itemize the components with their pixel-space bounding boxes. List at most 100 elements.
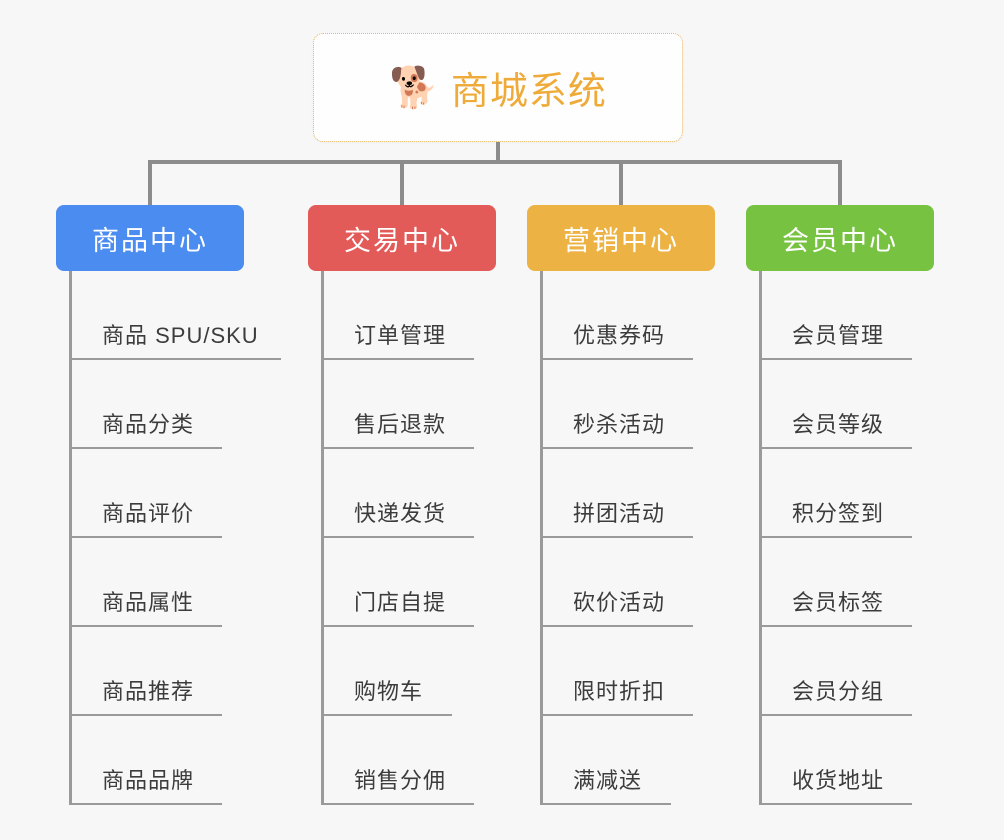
leaf-item-underline — [540, 536, 693, 538]
leaf-item-label: 销售分佣 — [354, 768, 447, 793]
leaf-item[interactable]: 售后退款 — [308, 360, 496, 449]
leaf-item-label: 收货地址 — [792, 768, 885, 793]
leaf-item[interactable]: 商品属性 — [56, 538, 244, 627]
leaf-item-underline — [759, 358, 912, 360]
leaf-item[interactable]: 积分签到 — [746, 449, 934, 538]
branch-drop-4 — [838, 160, 842, 205]
branch-column-4: 会员中心会员管理会员等级积分签到会员标签会员分组收货地址 — [746, 205, 934, 805]
category-label: 营销中心 — [563, 225, 679, 256]
leaf-item-label: 会员管理 — [792, 323, 885, 348]
leaf-item-underline — [540, 714, 693, 716]
leaf-item[interactable]: 商品分类 — [56, 360, 244, 449]
leaf-item-underline — [540, 358, 693, 360]
root-title: 商城系统 — [450, 71, 607, 113]
leaf-item-underline — [321, 447, 474, 449]
leaf-item-underline — [540, 803, 671, 805]
leaf-item-label: 会员分组 — [792, 679, 885, 704]
leaf-item[interactable]: 商品 SPU/SKU — [56, 271, 281, 360]
leaf-item-underline — [321, 358, 474, 360]
branch-trunk-line — [540, 271, 543, 805]
leaf-item-underline — [540, 625, 693, 627]
leaf-item[interactable]: 拼团活动 — [527, 449, 715, 538]
leaf-item-label: 优惠券码 — [573, 323, 666, 348]
leaf-item-underline — [69, 447, 222, 449]
leaf-item-underline — [69, 536, 222, 538]
branch-column-1: 商品中心商品 SPU/SKU 商品分类商品评价商品属性商品推荐商品品牌 — [56, 205, 281, 805]
category-box-3[interactable]: 营销中心 — [527, 205, 715, 271]
branch-drop-1 — [148, 160, 152, 205]
category-label: 商品中心 — [92, 225, 208, 256]
leaf-item[interactable]: 秒杀活动 — [527, 360, 715, 449]
leaf-item-label: 会员标签 — [792, 590, 885, 615]
leaf-list-2: 订单管理售后退款快递发货门店自提购物车销售分佣 — [308, 271, 496, 805]
leaf-item[interactable]: 门店自提 — [308, 538, 496, 627]
branch-bus-line — [148, 160, 842, 164]
leaf-list-1: 商品 SPU/SKU 商品分类商品评价商品属性商品推荐商品品牌 — [56, 271, 281, 805]
leaf-list-4: 会员管理会员等级积分签到会员标签会员分组收货地址 — [746, 271, 934, 805]
category-box-2[interactable]: 交易中心 — [308, 205, 496, 271]
leaf-item-underline — [321, 536, 474, 538]
leaf-item[interactable]: 满减送 — [527, 716, 715, 805]
leaf-item-label: 拼团活动 — [573, 501, 666, 526]
leaf-item-underline — [321, 625, 474, 627]
leaf-item-label: 限时折扣 — [573, 679, 666, 704]
leaf-item-label: 商品品牌 — [102, 768, 195, 793]
leaf-item[interactable]: 会员等级 — [746, 360, 934, 449]
leaf-item-label: 商品属性 — [102, 590, 195, 615]
leaf-item-label: 会员等级 — [792, 412, 885, 437]
leaf-item[interactable]: 会员管理 — [746, 271, 934, 360]
branch-column-3: 营销中心优惠券码秒杀活动拼团活动砍价活动限时折扣满减送 — [527, 205, 715, 805]
leaf-item[interactable]: 优惠券码 — [527, 271, 715, 360]
leaf-item-label: 快递发货 — [354, 501, 447, 526]
branch-drop-3 — [619, 160, 623, 205]
leaf-item-underline — [759, 625, 912, 627]
leaf-item-label: 商品评价 — [102, 501, 195, 526]
branch-trunk-line — [69, 271, 72, 805]
category-label: 会员中心 — [782, 225, 898, 256]
category-label: 交易中心 — [344, 225, 460, 256]
leaf-item[interactable]: 订单管理 — [308, 271, 496, 360]
leaf-item[interactable]: 会员标签 — [746, 538, 934, 627]
leaf-item-label: 门店自提 — [354, 590, 447, 615]
root-connector-stem — [496, 142, 500, 160]
leaf-item-underline — [321, 714, 452, 716]
leaf-item-underline — [759, 714, 912, 716]
leaf-item[interactable]: 会员分组 — [746, 627, 934, 716]
leaf-item-underline — [321, 803, 474, 805]
branch-trunk-line — [321, 271, 324, 805]
leaf-item[interactable]: 销售分佣 — [308, 716, 496, 805]
leaf-item-underline — [69, 358, 281, 360]
leaf-item-label: 订单管理 — [354, 323, 447, 348]
category-box-4[interactable]: 会员中心 — [746, 205, 934, 271]
root-node[interactable]: 🐕 商城系统 — [313, 33, 683, 142]
leaf-item-underline — [69, 803, 222, 805]
leaf-item-label: 售后退款 — [354, 412, 447, 437]
branch-trunk-line — [759, 271, 762, 805]
category-box-1[interactable]: 商品中心 — [56, 205, 244, 271]
leaf-item-label: 购物车 — [354, 679, 424, 704]
leaf-item[interactable]: 购物车 — [308, 627, 496, 716]
leaf-item[interactable]: 快递发货 — [308, 449, 496, 538]
leaf-item[interactable]: 收货地址 — [746, 716, 934, 805]
leaf-item-underline — [759, 803, 912, 805]
leaf-item[interactable]: 商品评价 — [56, 449, 244, 538]
leaf-item[interactable]: 商品品牌 — [56, 716, 244, 805]
shiba-dog-icon: 🐕 — [389, 65, 439, 110]
leaf-item-label: 秒杀活动 — [573, 412, 666, 437]
leaf-item-underline — [759, 447, 912, 449]
branch-column-2: 交易中心订单管理售后退款快递发货门店自提购物车销售分佣 — [308, 205, 496, 805]
leaf-item-underline — [759, 536, 912, 538]
leaf-item[interactable]: 限时折扣 — [527, 627, 715, 716]
leaf-item-underline — [69, 714, 222, 716]
leaf-item[interactable]: 砍价活动 — [527, 538, 715, 627]
leaf-item-label: 积分签到 — [792, 501, 885, 526]
leaf-item-label: 商品分类 — [102, 412, 195, 437]
leaf-item-label: 商品推荐 — [102, 679, 195, 704]
leaf-item-label: 满减送 — [573, 768, 643, 793]
leaf-list-3: 优惠券码秒杀活动拼团活动砍价活动限时折扣满减送 — [527, 271, 715, 805]
leaf-item-underline — [540, 447, 693, 449]
leaf-item[interactable]: 商品推荐 — [56, 627, 244, 716]
leaf-item-label: 商品 SPU/SKU — [102, 323, 259, 348]
leaf-item-label: 砍价活动 — [573, 590, 666, 615]
